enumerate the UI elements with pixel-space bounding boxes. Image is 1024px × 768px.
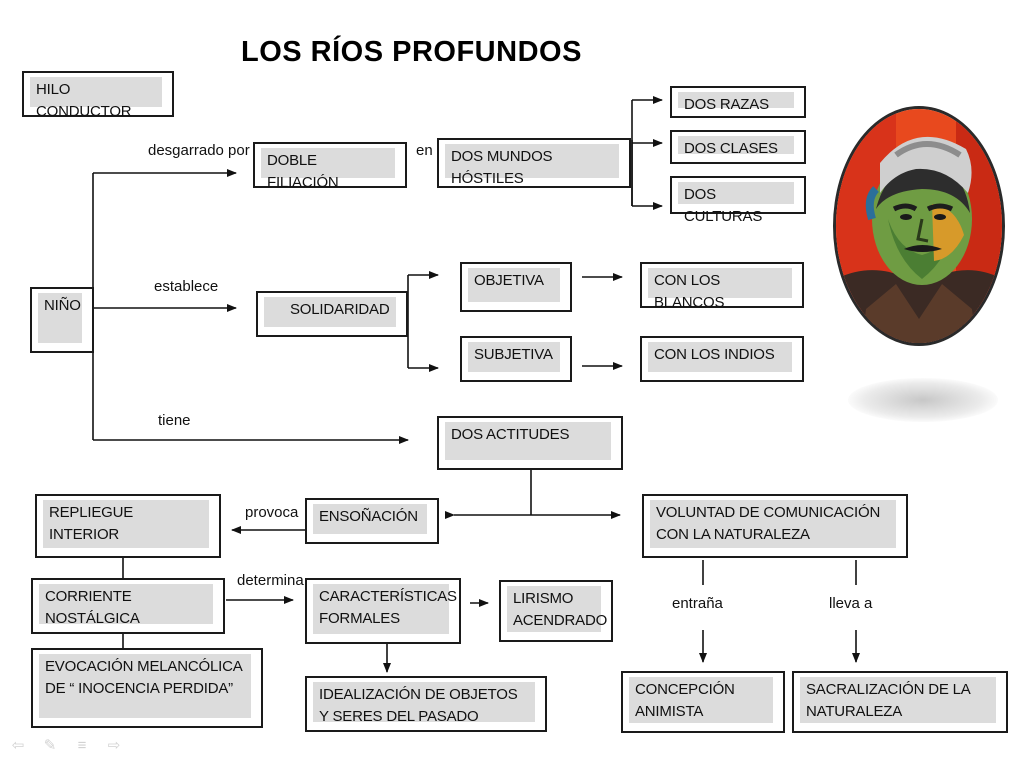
node-voluntad: VOLUNTAD DE COMUNICACIÓN CON LA NATURALE…	[642, 494, 908, 558]
edge-label-entrana: entraña	[672, 595, 723, 612]
node-doble-filiacion: DOBLE FILIACIÓN	[253, 142, 407, 191]
edge-label-determina: determina	[237, 572, 304, 589]
node-lirismo: LIRISMO ACENDRADO	[499, 580, 613, 642]
slide-nav: ⇦ ✎ ≡ ⇨	[8, 738, 124, 756]
edge-label-tiene: tiene	[158, 412, 191, 429]
node-dos-culturas: DOS CULTURAS	[670, 176, 806, 225]
node-dos-razas: DOS RAZAS	[670, 86, 806, 118]
node-dos-mundos: DOS MUNDOS HÓSTILES	[437, 138, 631, 188]
edge-label-desgarrado: desgarrado por	[148, 142, 250, 159]
edge-label-lleva: lleva a	[829, 595, 873, 612]
pen-icon[interactable]: ✎	[43, 737, 57, 754]
node-evocacion: EVOCACIÓN MELANCÓLICA DE “ INOCENCIA PER…	[31, 648, 263, 728]
node-ensonacion: ENSOÑACIÓN	[305, 498, 439, 544]
portrait-image	[836, 109, 1002, 343]
node-con-los-indios: CON LOS INDIOS	[640, 336, 804, 382]
arrow-right-icon[interactable]: ⇨	[107, 737, 121, 754]
node-dos-clases: DOS CLASES	[670, 130, 806, 164]
node-corriente: CORRIENTE NOSTÁLGICA	[31, 578, 225, 634]
node-caracteristicas: CARACTERÍSTICAS FORMALES	[305, 578, 461, 644]
menu-icon[interactable]: ≡	[77, 737, 87, 754]
page-title: LOS RÍOS PROFUNDOS	[241, 36, 582, 68]
node-subjetiva: SUBJETIVA	[460, 336, 572, 382]
edge-label-establece: establece	[154, 278, 219, 295]
node-hilo-conductor: HILO CONDUCTOR	[22, 71, 174, 120]
node-objetiva: OBJETIVA	[460, 262, 572, 312]
edge-label-provoca: provoca	[245, 504, 299, 521]
node-idealizacion: IDEALIZACIÓN DE OBJETOS Y SERES DEL PASA…	[305, 676, 547, 732]
node-dos-actitudes: DOS ACTITUDES	[437, 416, 623, 470]
node-sacralizacion: SACRALIZACIÓN DE LA NATURALEZA	[792, 671, 1008, 733]
node-concepcion: CONCEPCIÓN ANIMISTA	[621, 671, 785, 733]
node-nino: NIÑO	[30, 287, 94, 353]
node-repliegue: REPLIEGUE INTERIOR	[35, 494, 221, 558]
author-portrait	[833, 106, 1005, 346]
node-con-los-blancos: CON LOS BLANCOS	[640, 262, 804, 311]
edge-label-en: en	[416, 142, 433, 159]
arrow-left-icon[interactable]: ⇦	[11, 737, 25, 754]
portrait-shadow	[848, 378, 998, 422]
node-solidaridad: SOLIDARIDAD	[256, 291, 408, 337]
